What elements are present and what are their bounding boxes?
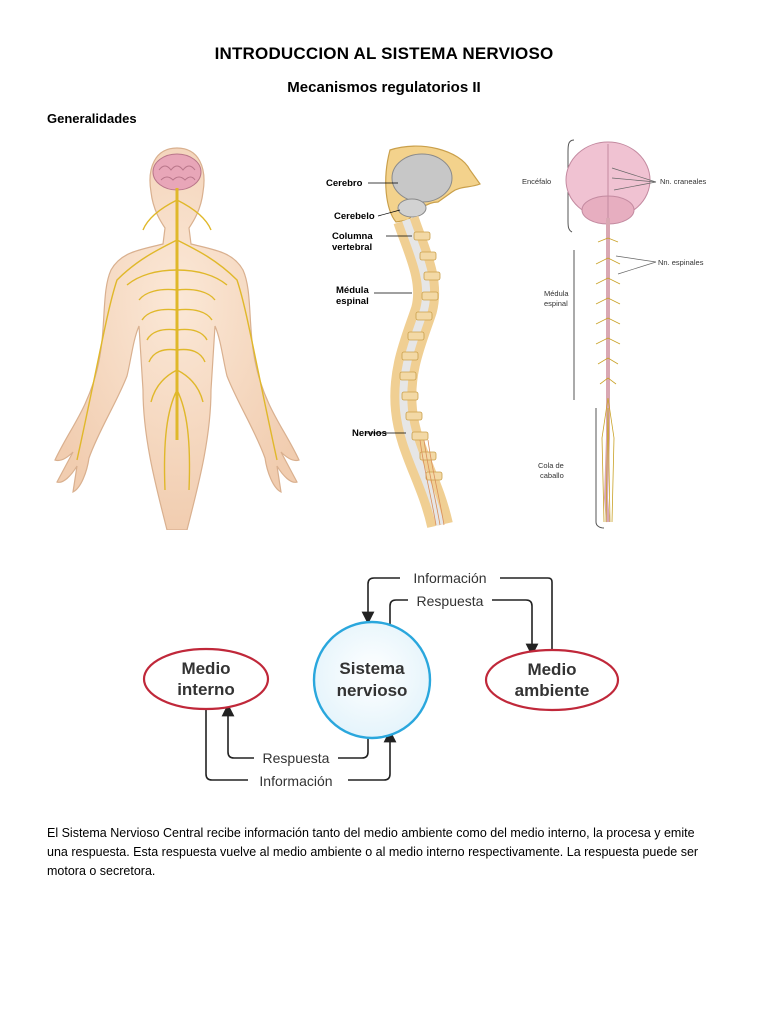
sistema-nervioso-line1: Sistema <box>339 659 405 678</box>
label-cerebelo: Cerebelo <box>334 211 375 222</box>
label-medula-2: espinal <box>336 296 369 307</box>
label-respuesta-bottom: Respuesta <box>263 750 330 766</box>
label-respuesta-top: Respuesta <box>417 593 484 609</box>
label-nn-espinales: Nn. espinales <box>658 258 704 267</box>
label-cord-medula-1: Médula <box>544 289 569 298</box>
medio-interno-line1: Medio <box>181 659 230 678</box>
label-cola-2: caballo <box>540 471 564 480</box>
sistema-nervioso-line2: nervioso <box>337 681 408 700</box>
label-informacion-bottom: Información <box>259 773 332 789</box>
regulation-diagram: Información Respuesta Respuesta Informac… <box>142 568 620 790</box>
label-cola-1: Cola de <box>538 461 564 470</box>
spine-section-figure: Cerebro Cerebelo Columna vertebral Médul… <box>326 145 481 529</box>
label-informacion-top: Información <box>413 570 486 586</box>
section-heading: Generalidades <box>47 111 137 126</box>
label-encefalo: Encéfalo <box>522 177 551 186</box>
label-columna-2: vertebral <box>332 242 372 253</box>
page-title: INTRODUCCION AL SISTEMA NERVIOSO <box>214 44 554 63</box>
label-nervios: Nervios <box>352 428 387 439</box>
label-columna-1: Columna <box>332 231 373 242</box>
medio-ambiente-line2: ambiente <box>515 681 590 700</box>
label-medula-1: Médula <box>336 285 369 296</box>
spinal-cord-figure: Encéfalo Nn. craneales Nn. espinales Méd… <box>522 139 707 529</box>
page-subtitle: Mecanismos regulatorios II <box>287 79 481 96</box>
label-cerebro: Cerebro <box>326 178 363 189</box>
medio-ambiente-line1: Medio <box>527 660 576 679</box>
label-cord-medula-2: espinal <box>544 299 568 308</box>
body-paragraph: El Sistema Nervioso Central recibe infor… <box>47 826 699 878</box>
label-nn-craneales: Nn. craneales <box>660 177 707 186</box>
body-nervous-system-figure <box>54 147 300 530</box>
medio-interno-line2: interno <box>177 680 235 699</box>
